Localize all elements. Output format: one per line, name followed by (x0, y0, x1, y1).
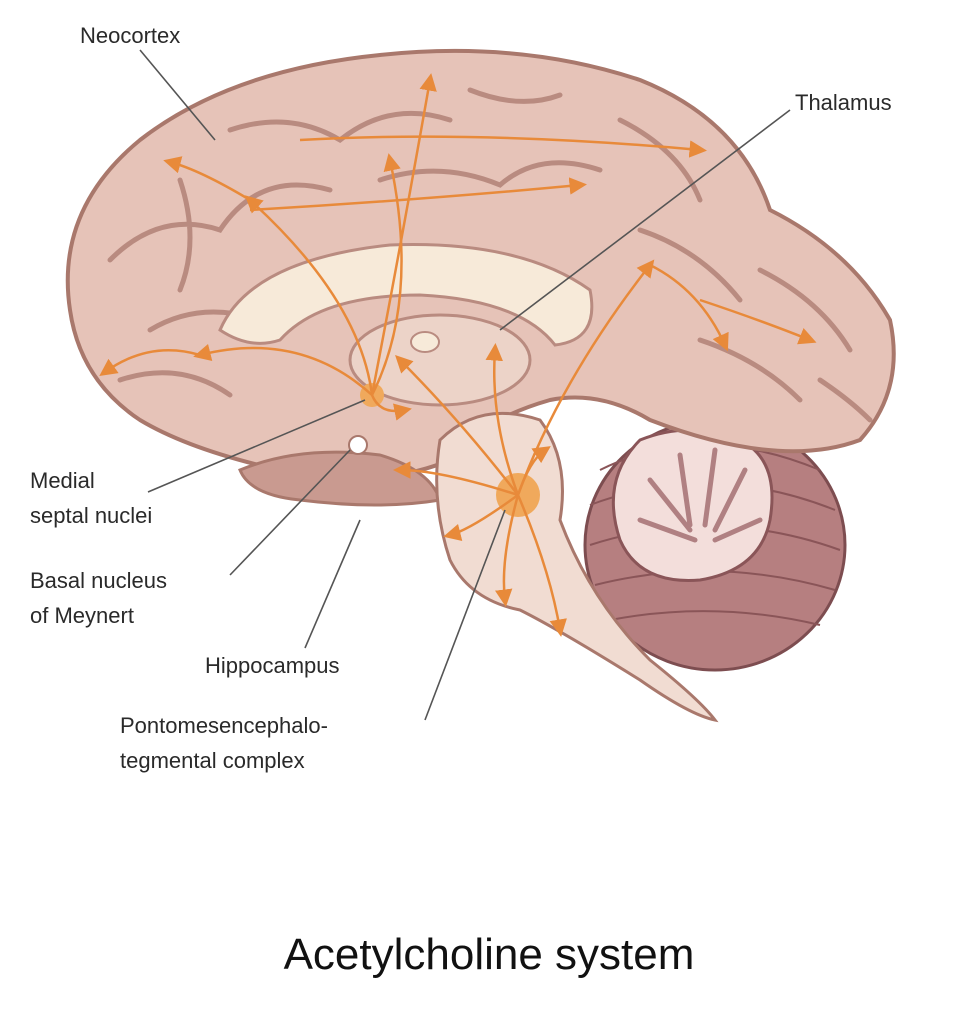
label-pontomesencephalo-line2: tegmental complex (120, 748, 305, 773)
cerebellum (583, 418, 847, 672)
corpus-callosum (218, 243, 594, 347)
thalamus-leader (499, 109, 791, 331)
cerebrum (65, 48, 896, 507)
hippocampus-leader (304, 519, 361, 649)
neocortex-leader (139, 49, 216, 141)
label-medial-septal-nuclei-line2: septal nuclei (30, 503, 153, 528)
leader-lines (139, 49, 791, 721)
label-hippocampus: Hippocampus (205, 653, 340, 678)
medial-septal-leader (147, 399, 366, 493)
thalamus-region (348, 313, 532, 407)
caption: Acetylcholine system (283, 930, 695, 979)
label-basal-nucleus-line1: Basal nucleus (30, 568, 167, 593)
label-basal-nucleus-line2: of Meynert (30, 603, 134, 628)
label-neocortex: Neocortex (80, 23, 181, 48)
label-pontomesencephalo-line1: Pontomesencephalo- (120, 713, 328, 738)
label-thalamus: Thalamus (795, 90, 892, 115)
basal-nucleus-leader (229, 449, 351, 576)
cholinergic-pathways (99, 73, 817, 637)
arbor-vitae (611, 428, 774, 582)
label-medial-septal-nuclei-line1: Medial (30, 468, 95, 493)
pontomesencephalo-leader (424, 509, 506, 721)
